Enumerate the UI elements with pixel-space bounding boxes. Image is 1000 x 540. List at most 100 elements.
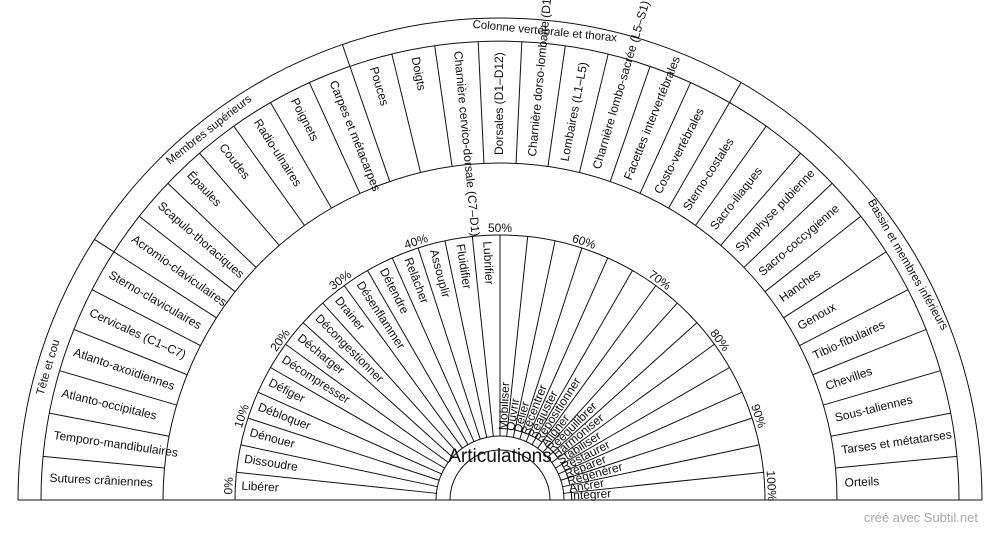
hub-arc: [435, 435, 565, 501]
outer-item-label: Orteils: [844, 474, 879, 490]
outer-divider: [799, 289, 909, 347]
inner-item-label: Assouplir: [427, 248, 453, 299]
inner-divider: [537, 285, 657, 449]
credit-text: créé avec Subtil.net: [863, 510, 978, 525]
inner-item-label: Lubrifier: [480, 241, 496, 285]
outer-divider: [477, 41, 485, 164]
inner-divider: [343, 285, 463, 449]
group-divider: [341, 44, 351, 67]
inner-item-label: Ouvrir: [503, 397, 522, 431]
outer-divider: [91, 289, 201, 347]
outer-divider: [270, 102, 332, 209]
center-arc: [449, 449, 551, 501]
percent-label: 90%: [748, 402, 769, 429]
inner-item-label: Ancrer: [568, 476, 605, 495]
inner-divider: [558, 391, 743, 475]
inner-divider: [512, 240, 556, 438]
inner-divider: [236, 471, 437, 494]
percent-label: 60%: [570, 231, 597, 252]
outer-divider: [59, 370, 177, 406]
outer-divider: [308, 82, 361, 194]
inner-divider: [240, 444, 438, 488]
center-label: Articulations: [448, 446, 552, 467]
inner-divider: [270, 367, 445, 469]
inner-divider: [471, 236, 494, 437]
outer-item-label: Radio-ulnaires: [251, 116, 305, 189]
outer-divider: [391, 53, 422, 173]
group-divider: [729, 82, 742, 103]
outer-item-label: Temporo-mandibulaires: [53, 428, 179, 460]
group-arc: [40, 40, 960, 501]
outer-divider: [830, 412, 951, 437]
chart-labels: Sutures crâniennesTemporo-mandibulairesA…: [35, 0, 953, 502]
inner-divider: [560, 417, 753, 481]
inner-divider: [322, 302, 458, 453]
inner-divider: [444, 240, 488, 438]
outer-divider: [138, 215, 236, 293]
outer-item-label: Atlanto-occipitales: [60, 386, 158, 423]
outer-item-label: Chevilles: [823, 364, 874, 393]
outer-divider: [349, 66, 391, 182]
percent-label: 0%: [221, 476, 236, 494]
outer-item-label: Pouces: [367, 65, 392, 107]
outer-divider: [578, 53, 609, 173]
outer-item-label: Tibio-fibulaires: [811, 317, 887, 362]
inner-divider: [562, 444, 760, 488]
outer-item-label: Poignets: [288, 96, 322, 144]
percent-label: 100%: [764, 470, 780, 502]
outer-item-label: Tarses et métatarses: [840, 427, 952, 457]
outer-item-label: Genoux: [795, 300, 838, 333]
outer-item-label: Coudes: [216, 141, 253, 182]
inner-divider: [417, 247, 481, 440]
outer-divider: [547, 45, 566, 167]
inner-item-label: Fluidifier: [453, 243, 474, 290]
outer-item-label: Charnière cervico-dorsale (C7–D1): [451, 50, 483, 237]
outer-divider: [49, 412, 170, 437]
outer-divider: [167, 182, 257, 268]
outer-item-label: Dorsales (D1–D12): [492, 52, 506, 155]
outer-item-label: Épaules: [184, 168, 225, 210]
inner-divider: [519, 247, 583, 440]
outer-divider: [43, 455, 165, 469]
group-label: Bassin et membres inférieurs: [865, 197, 950, 332]
inner-divider: [542, 302, 678, 453]
inner-divider: [247, 417, 440, 481]
inner-item-label: Intégrer: [569, 486, 611, 502]
group-label: Tête et cou: [35, 338, 63, 397]
inner-divider: [525, 257, 609, 442]
inner-item-label: Dénouer: [248, 425, 296, 450]
outer-divider: [233, 125, 305, 226]
outer-divider: [668, 102, 730, 209]
inner-divider: [531, 270, 633, 445]
inner-divider: [302, 322, 453, 458]
chart-lines: [17, 17, 983, 501]
inner-divider: [555, 367, 730, 469]
inner-item-label: Libérer: [241, 479, 279, 495]
outer-divider: [720, 152, 801, 246]
outer-divider: [199, 152, 280, 246]
inner-item-label: Défiger: [266, 375, 307, 405]
percent-label: 10%: [231, 402, 252, 429]
inner-item-label: Mobiliser: [496, 382, 512, 431]
outer-arc: [17, 17, 983, 501]
outer-divider: [515, 41, 523, 164]
inner-divider: [285, 343, 449, 463]
group-divider: [94, 238, 115, 253]
outer-divider: [639, 82, 692, 194]
outer-divider: [73, 328, 188, 376]
outer-divider: [764, 215, 862, 293]
outer-divider: [609, 66, 651, 182]
inner-divider: [563, 471, 764, 494]
outer-divider: [783, 251, 887, 319]
outer-item-label: Sous-taliennes: [833, 392, 913, 424]
inner-divider: [547, 322, 698, 458]
outer-divider: [835, 455, 957, 469]
inner-divider: [551, 343, 715, 463]
inner-divider: [391, 257, 475, 442]
item-arc: [162, 162, 838, 501]
percent-label: 50%: [488, 221, 512, 235]
outer-item-label: Sutures crâniennes: [49, 471, 153, 490]
inner-divider: [506, 236, 529, 437]
outer-item-label: Doigts: [409, 56, 429, 92]
